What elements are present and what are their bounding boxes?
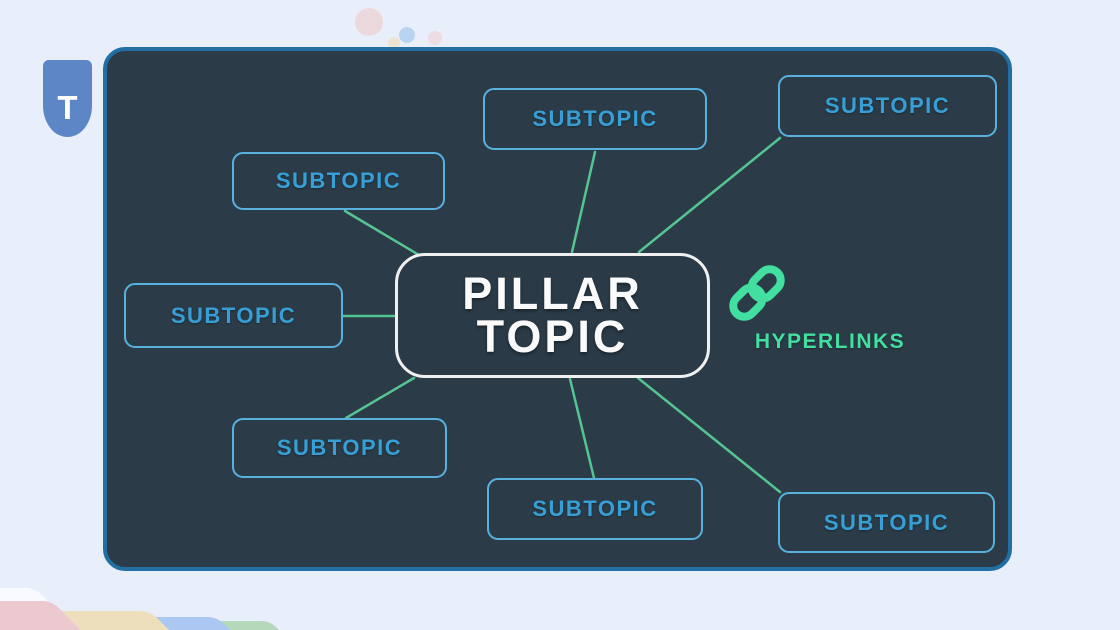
brand-logo-badge: T: [43, 60, 92, 137]
decor-dot-pink-large: [355, 8, 383, 36]
ribbon-white: [0, 588, 48, 601]
pillar-topic-label-line2: TOPIC: [476, 310, 629, 362]
brand-logo-letter: T: [57, 89, 78, 126]
subtopic-label: SUBTOPIC: [532, 496, 658, 521]
decor-dot-tan: [388, 37, 400, 49]
subtopic-box-bottom-middle: SUBTOPIC: [487, 478, 703, 540]
subtopic-label: SUBTOPIC: [823, 509, 950, 535]
subtopic-label: SUBTOPIC: [824, 93, 951, 118]
subtopic-box-upper-left: SUBTOPIC: [232, 152, 445, 210]
decor-dot-blue: [399, 27, 415, 43]
hyperlinks-label: HYPERLINKS: [754, 330, 906, 353]
decor-ribbons: [0, 588, 279, 630]
subtopic-label: SUBTOPIC: [532, 106, 658, 131]
subtopic-box-top-middle: SUBTOPIC: [483, 88, 707, 150]
subtopic-label: SUBTOPIC: [170, 302, 297, 328]
subtopic-label: SUBTOPIC: [275, 168, 402, 193]
ribbon-pink: [0, 601, 81, 630]
chain-link-icon: [729, 265, 785, 321]
subtopic-box-bottom-right: SUBTOPIC: [778, 492, 995, 553]
decor-dot-pink-small: [428, 31, 442, 45]
subtopic-box-bottom-left: SUBTOPIC: [232, 418, 447, 478]
subtopic-box-top-right: SUBTOPIC: [778, 75, 997, 137]
subtopic-label: SUBTOPIC: [276, 435, 403, 460]
subtopic-box-middle-left: SUBTOPIC: [124, 283, 343, 348]
pillar-topic-label-line1: PILLAR: [462, 267, 643, 319]
pillar-topic-box: PILLAR TOPIC: [395, 253, 710, 378]
